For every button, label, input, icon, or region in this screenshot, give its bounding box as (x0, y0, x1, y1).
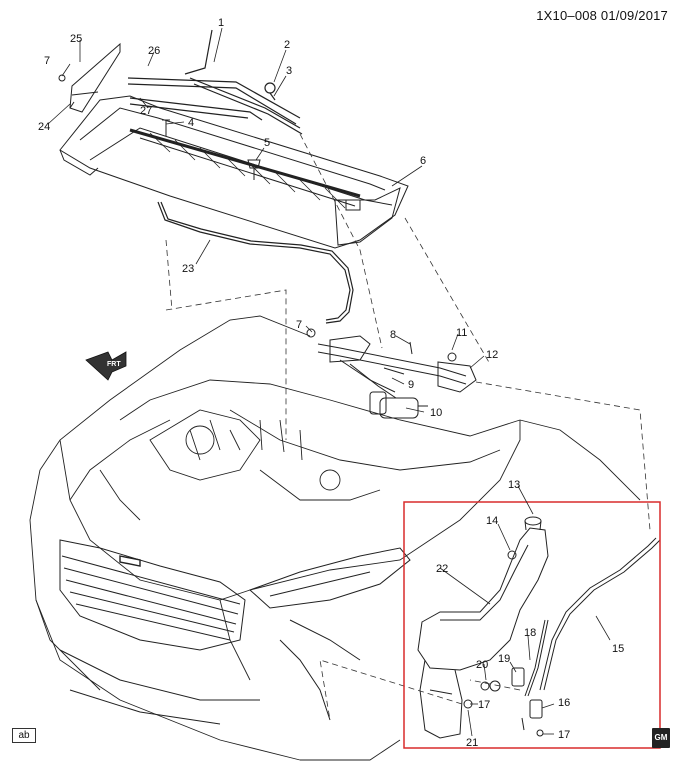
projection-lines (165, 133, 651, 721)
callout-5: 5 (264, 137, 270, 149)
washer-hose (157, 201, 354, 324)
vehicle-front-body-outline (29, 315, 641, 761)
callout-9: 9 (408, 379, 414, 391)
callout-19: 19 (498, 653, 510, 665)
headlamp (249, 547, 411, 609)
callout-3: 3 (286, 65, 292, 77)
callout-15: 15 (612, 643, 624, 655)
callout-25: 25 (70, 33, 82, 45)
left-side-seal-panel (58, 42, 121, 113)
callout-12: 12 (486, 349, 498, 361)
callout-7-linkage: 7 (296, 319, 302, 331)
callout-numbers: 1 2 3 4 5 6 7 7 8 9 10 11 12 13 14 15 16… (38, 17, 624, 749)
callout-17-right: 17 (558, 729, 570, 741)
callout-26: 26 (148, 45, 160, 57)
callout-10: 10 (430, 407, 442, 419)
callout-4: 4 (188, 117, 194, 129)
cowl-panel-assembly (59, 95, 409, 249)
washer-highlight-box (403, 501, 661, 749)
front-grille (59, 539, 361, 725)
callout-14: 14 (486, 515, 498, 527)
ab-badge: ab (12, 728, 36, 743)
gm-logo-badge: GM (652, 728, 670, 748)
callout-6: 6 (420, 155, 426, 167)
callout-24: 24 (38, 121, 50, 133)
callout-13: 13 (508, 479, 520, 491)
callout-1: 1 (218, 17, 224, 29)
callout-leaders (47, 27, 611, 737)
callout-21: 21 (466, 737, 478, 749)
callout-7-top: 7 (44, 55, 50, 67)
front-direction-arrow: FRT (85, 351, 127, 381)
callout-11: 11 (456, 327, 467, 339)
wiper-arms-and-blades (127, 29, 303, 135)
callout-27: 27 (140, 105, 152, 117)
arrow-label: FRT (107, 361, 121, 368)
callout-16: 16 (558, 697, 570, 709)
callout-20: 20 (476, 659, 488, 671)
diagram-reference-code: 1X10–008 01/09/2017 (536, 8, 668, 23)
callout-17-left: 17 (478, 699, 490, 711)
callout-23: 23 (182, 263, 194, 275)
callout-22: 22 (436, 563, 448, 575)
wiper-linkage-and-motor (306, 328, 477, 419)
callout-2: 2 (284, 39, 290, 51)
washer-reservoir-assembly (417, 516, 661, 739)
callout-18: 18 (524, 627, 536, 639)
callout-8: 8 (390, 329, 396, 341)
